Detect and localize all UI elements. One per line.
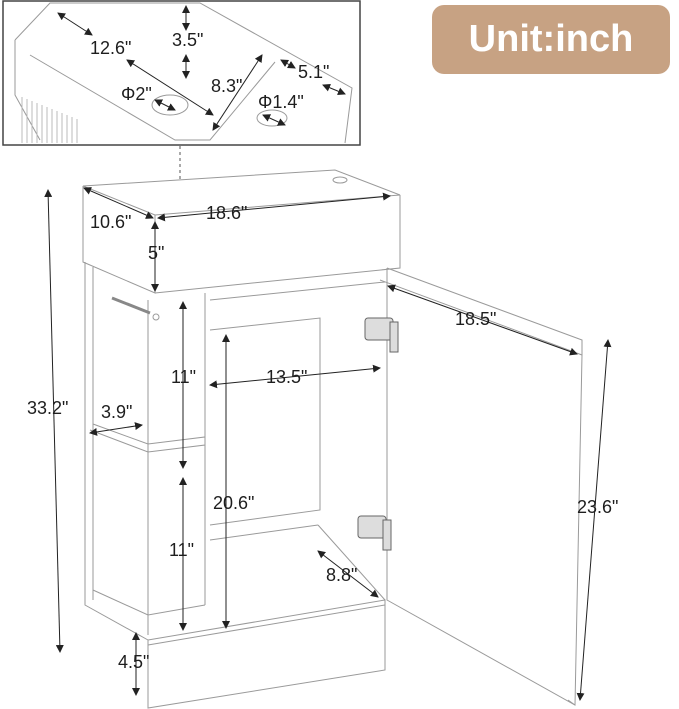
- dim-faucet-hole: Φ1.4": [258, 92, 304, 112]
- dim-drain-hole: Φ2": [121, 84, 152, 104]
- dim-door-width: 18.5": [455, 309, 497, 329]
- dim-base-height: 4.5": [118, 652, 150, 672]
- dim-cabinet-inner-width: 13.5": [266, 367, 308, 387]
- unit-badge-label: Unit:inch: [468, 18, 634, 60]
- dim-sink-height: 5": [148, 243, 165, 263]
- dim-door-height: 23.6": [577, 497, 619, 517]
- dim-cabinet-inner-depth: 8.8": [326, 565, 358, 585]
- dim-sink-depth: 10.6": [90, 212, 132, 232]
- dim-sink-width: 18.6": [206, 203, 248, 223]
- inset-frame: [2, 0, 361, 146]
- dim-basin-depth: 3.5": [172, 30, 204, 50]
- dim-shelf-depth: 3.9": [101, 402, 133, 422]
- dim-shelf-upper-height: 11": [171, 367, 197, 387]
- dim-basin-length: 12.6": [90, 38, 132, 58]
- dim-total-height: 33.2": [27, 398, 69, 418]
- unit-badge: Unit:inch: [432, 5, 670, 74]
- dim-cabinet-inner-height: 20.6": [213, 493, 255, 513]
- dim-basin-width: 8.3": [211, 76, 243, 96]
- dim-faucet-ledge: 5.1": [298, 62, 330, 82]
- dim-shelf-lower-height: 11": [169, 540, 195, 560]
